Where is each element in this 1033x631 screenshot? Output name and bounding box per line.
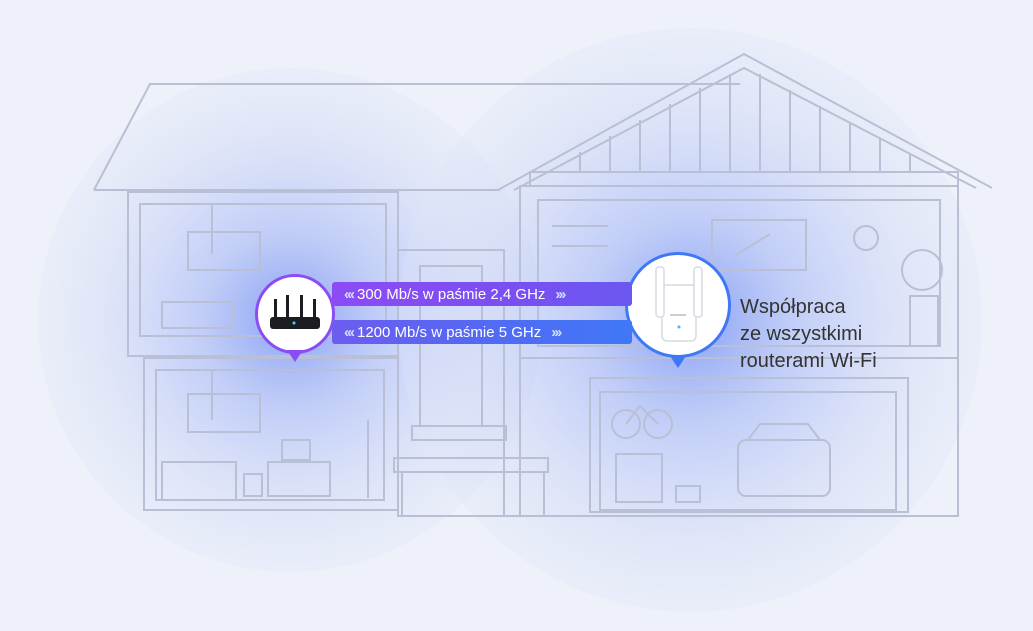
link-band-5ghz: ‹‹‹ 1200 Mb/s w paśmie 5 GHz ›››: [332, 320, 632, 344]
arrows-right-icon: ›››: [555, 285, 566, 303]
link-label-2-4ghz: 300 Mb/s w paśmie 2,4 GHz: [357, 285, 546, 303]
caption-line-3: routerami Wi-Fi: [740, 350, 877, 372]
house-lines: [93, 52, 993, 517]
arrows-left-icon: ‹‹‹: [344, 285, 355, 303]
compatibility-caption: Współpraca ze wszystkimi routerami Wi-Fi: [740, 294, 877, 375]
arrows-left-icon: ‹‹‹: [344, 323, 355, 341]
link-band-2-4ghz: ‹‹‹ 300 Mb/s w paśmie 2,4 GHz ›››: [332, 282, 632, 306]
router-badge: [255, 274, 335, 354]
caption-line-2: ze wszystkimi: [740, 323, 863, 345]
extender-badge: [625, 252, 731, 358]
link-label-5ghz: 1200 Mb/s w paśmie 5 GHz: [357, 323, 542, 341]
range-extender-icon: [655, 266, 703, 342]
extender-badge-pointer: [670, 356, 686, 368]
router-badge-pointer: [287, 350, 303, 362]
router-icon: [270, 295, 320, 329]
caption-line-1: Współpraca: [740, 296, 846, 318]
arrows-right-icon: ›››: [551, 323, 562, 341]
